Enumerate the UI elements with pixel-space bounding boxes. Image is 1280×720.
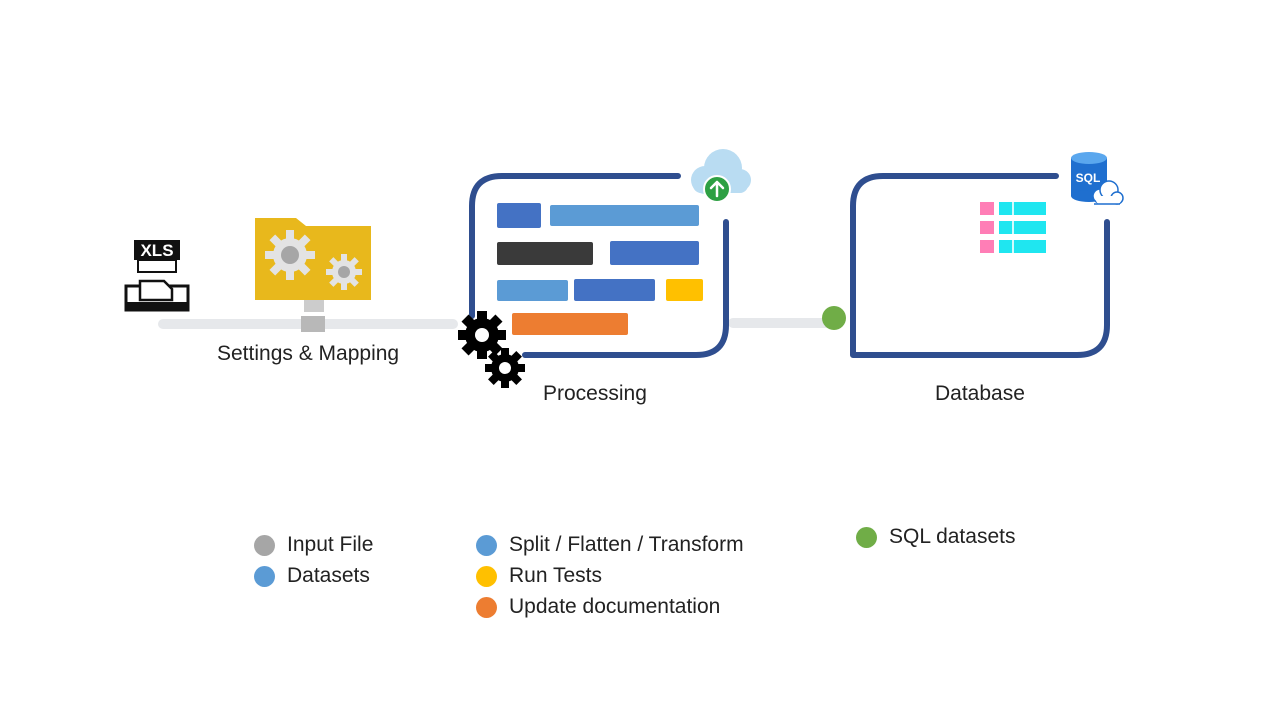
legend-dot-blue bbox=[476, 534, 497, 556]
legend-dot-orange bbox=[476, 596, 497, 618]
sql-badge-text: SQL bbox=[1076, 171, 1101, 185]
sql-database-icon: SQL bbox=[1071, 152, 1124, 205]
legend-dot-gray bbox=[254, 534, 275, 556]
legend-label: Datasets bbox=[287, 564, 370, 587]
legend-label: Input File bbox=[287, 533, 374, 556]
processing-frame bbox=[469, 173, 729, 358]
legend-label: Run Tests bbox=[509, 564, 602, 587]
bar-7 bbox=[666, 279, 703, 301]
database-label: Database bbox=[935, 382, 1025, 405]
bar-8 bbox=[512, 313, 628, 335]
folder-gears-icon bbox=[255, 218, 371, 332]
legend-dot-blue bbox=[254, 565, 275, 587]
legend-label: SQL datasets bbox=[889, 525, 1016, 548]
bar-6 bbox=[574, 279, 655, 301]
xls-badge-text: XLS bbox=[140, 241, 173, 260]
legend-item-run-tests: Run Tests bbox=[476, 564, 602, 588]
legend-item-datasets: Datasets bbox=[254, 564, 370, 588]
processing-label: Processing bbox=[543, 382, 647, 405]
bar-5 bbox=[497, 280, 568, 301]
database-frame bbox=[822, 173, 1110, 358]
legend-item-input-file: Input File bbox=[254, 533, 373, 557]
legend-label: Update documentation bbox=[509, 595, 721, 618]
bar-3 bbox=[497, 242, 593, 265]
connector-node bbox=[822, 306, 846, 330]
legend-item-update-documentation: Update documentation bbox=[476, 595, 720, 619]
legend-dot-green bbox=[856, 526, 877, 548]
bar-2 bbox=[550, 205, 699, 226]
legend-item-sql-datasets: SQL datasets bbox=[856, 525, 1015, 549]
table-icon bbox=[980, 202, 1046, 253]
cloud-upload-icon bbox=[691, 149, 751, 203]
bar-4 bbox=[610, 241, 699, 265]
legend-item-split-flatten-transform: Split / Flatten / Transform bbox=[476, 533, 744, 557]
xls-file-icon: XLS bbox=[124, 240, 190, 312]
bar-1 bbox=[497, 203, 541, 228]
legend-dot-yellow bbox=[476, 565, 497, 587]
connector-processing-database bbox=[728, 318, 838, 328]
settings-mapping-label: Settings & Mapping bbox=[217, 342, 400, 365]
legend-label: Split / Flatten / Transform bbox=[509, 533, 744, 556]
